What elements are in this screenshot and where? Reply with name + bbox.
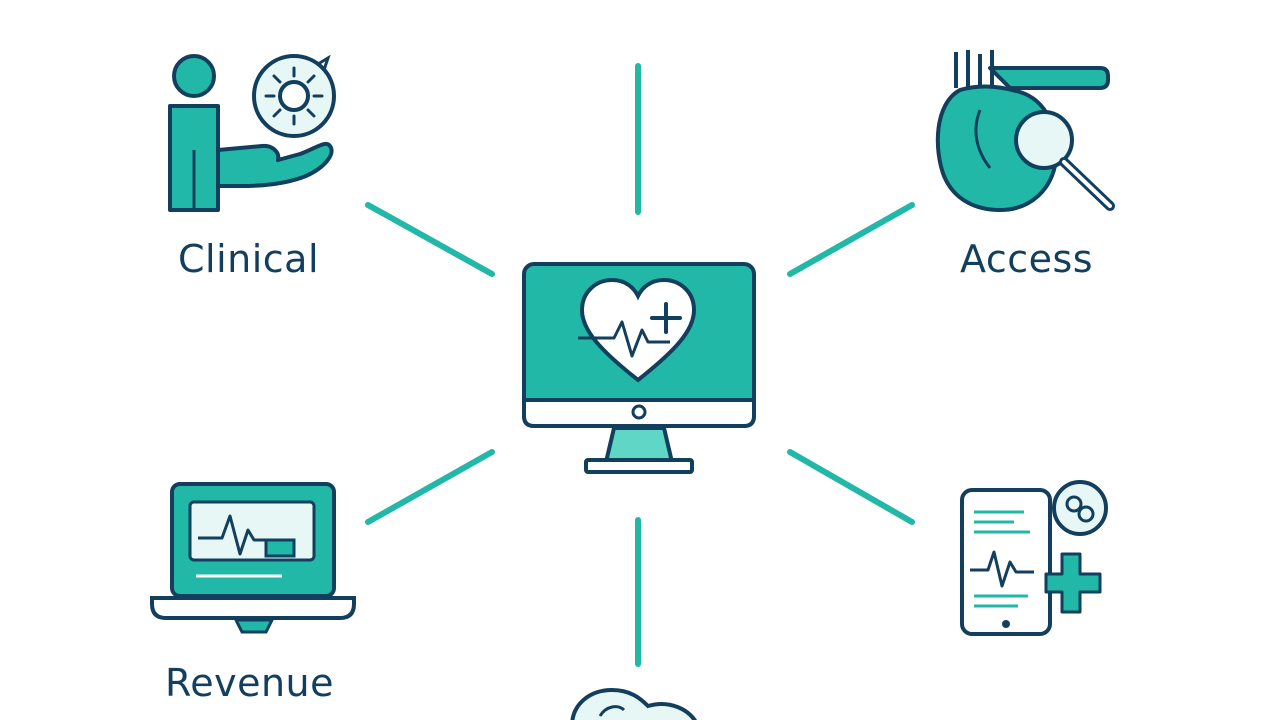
connectors bbox=[365, 63, 915, 667]
laptop-ecg-icon bbox=[150, 482, 356, 634]
access-label: Access bbox=[960, 237, 1094, 281]
connector-top-left bbox=[365, 202, 495, 277]
heart-magnifier-icon bbox=[935, 50, 1115, 212]
phone-medical-cross-icon bbox=[960, 480, 1108, 636]
cloud-icon bbox=[570, 687, 697, 720]
person-hand-gear-icon bbox=[168, 54, 336, 212]
connector-top-right bbox=[787, 202, 915, 277]
connector-bottom-right bbox=[787, 449, 915, 525]
connector-bottom-left bbox=[365, 449, 495, 525]
revenue-label: Revenue bbox=[165, 661, 334, 705]
clinical-label: Clinical bbox=[178, 237, 320, 281]
monitor-heart-plus-icon bbox=[522, 262, 756, 474]
